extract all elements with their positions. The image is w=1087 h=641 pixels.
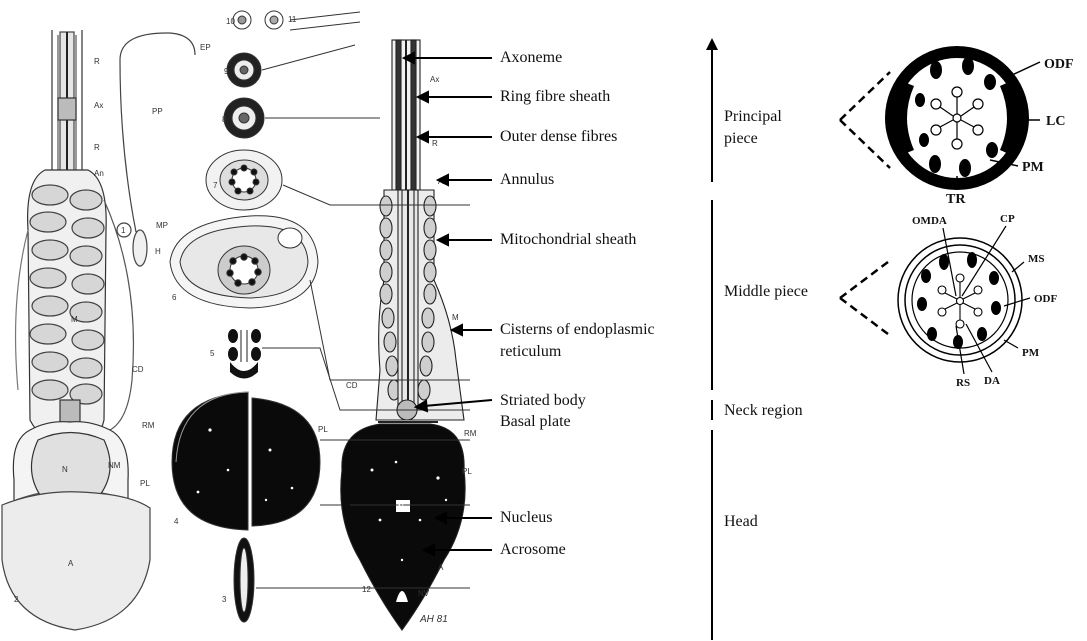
middle-label-ms: MS	[1028, 253, 1045, 265]
center-label-m: M	[452, 313, 459, 322]
region-principal-line2: piece	[724, 128, 782, 150]
middle-label-rs: RS	[956, 377, 970, 389]
center-label-n: N	[398, 503, 404, 512]
sperm-cutaway-drawing	[2, 30, 150, 630]
principal-label-pm: PM	[1022, 160, 1044, 175]
principal-piece-section	[840, 46, 1040, 190]
label-annulus: Annulus	[500, 171, 554, 189]
center-label-ax: Ax	[430, 75, 439, 84]
overview-label-h: H	[155, 247, 161, 256]
label-cisterns-line1: Cisterns of endoplasmic	[500, 321, 655, 339]
label-mitochondrial-sheath: Mitochondrial sheath	[500, 231, 636, 249]
overview-label-pp: PP	[152, 107, 163, 116]
left-label-nm: NM	[108, 461, 121, 470]
label-nucleus: Nucleus	[500, 509, 552, 527]
num-8: 8	[222, 115, 227, 124]
longitudinal-section	[338, 40, 470, 630]
whole-sperm-outline	[117, 33, 195, 266]
region-principal-line1: Principal	[724, 106, 782, 128]
overview-label-ep: EP	[200, 43, 211, 52]
overview-num-1: 1	[121, 226, 126, 235]
label-striated-body: Striated body	[500, 392, 586, 410]
principal-label-odf: ODF	[1044, 57, 1074, 72]
label-axoneme: Axoneme	[500, 49, 562, 67]
left-label-r1: R	[94, 57, 100, 66]
region-head: Head	[724, 511, 758, 533]
center-label-rm: RM	[464, 429, 477, 438]
num-10: 10	[226, 17, 235, 26]
num-3: 3	[222, 595, 227, 604]
label-acrosome: Acrosome	[500, 541, 566, 559]
middle-piece-section	[840, 226, 1030, 374]
left-label-pl: PL	[140, 479, 150, 488]
center-label-a: A	[438, 563, 444, 572]
num-6: 6	[172, 293, 177, 302]
num-2: 2	[14, 595, 19, 604]
middle-label-odf: ODF	[1034, 293, 1058, 305]
signature: AH 81	[419, 614, 448, 625]
label-ring-fibre-sheath: Ring fibre sheath	[500, 88, 610, 106]
left-label-r2: R	[94, 143, 100, 152]
label-cisterns-line2: reticulum	[500, 343, 561, 361]
num-4: 4	[174, 517, 179, 526]
center-label-r: R	[432, 139, 438, 148]
pieces-label-pl: PL	[318, 425, 328, 434]
left-label-n: N	[62, 465, 68, 474]
left-label-m: M	[71, 315, 78, 324]
num-12: 12	[362, 585, 371, 594]
middle-label-pm: PM	[1022, 347, 1040, 359]
region-principal-piece: Principal piece	[724, 106, 782, 150]
num-9: 9	[224, 67, 229, 76]
principal-label-tr: TR	[946, 192, 966, 207]
overview-label-mp: MP	[156, 221, 168, 230]
left-label-rm: RM	[142, 421, 155, 430]
center-label-pl: PL	[462, 467, 472, 476]
center-label-cd: CD	[346, 381, 358, 390]
left-label-cd: CD	[132, 365, 144, 374]
left-label-ax: Ax	[94, 101, 103, 110]
center-label-nv: NV	[418, 589, 430, 598]
num-11: 11	[288, 15, 297, 24]
middle-label-cp: CP	[1000, 213, 1015, 225]
num-7: 7	[213, 181, 218, 190]
principal-label-lc: LC	[1046, 114, 1065, 129]
left-label-a: A	[68, 559, 74, 568]
num-5: 5	[210, 349, 215, 358]
left-label-an: An	[94, 169, 104, 178]
region-middle-piece: Middle piece	[724, 281, 808, 303]
region-axis	[706, 38, 718, 640]
middle-label-da: DA	[984, 375, 1000, 387]
label-outer-dense-fibres: Outer dense fibres	[500, 128, 617, 146]
middle-label-omda: OMDA	[912, 215, 947, 227]
region-neck: Neck region	[724, 400, 803, 422]
label-basal-plate: Basal plate	[500, 413, 571, 431]
